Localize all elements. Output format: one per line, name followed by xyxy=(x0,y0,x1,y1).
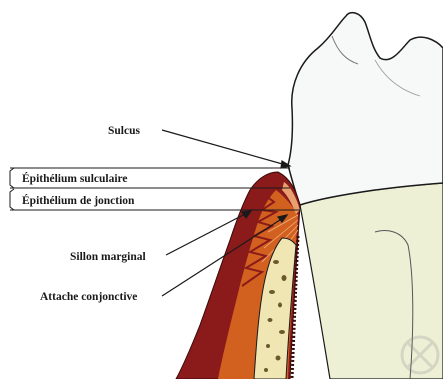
tooth-root xyxy=(300,183,443,379)
label-connective-attachment: Attache conjonctive xyxy=(40,291,137,303)
label-junctional-epithelium: Épithélium de jonction xyxy=(22,193,135,207)
label-sulcus: Sulcus xyxy=(108,125,140,137)
tooth-crown xyxy=(288,13,443,205)
label-sulcular-epithelium: Épithélium sulculaire xyxy=(22,171,128,185)
label-marginal-groove: Sillon marginal xyxy=(70,251,146,263)
